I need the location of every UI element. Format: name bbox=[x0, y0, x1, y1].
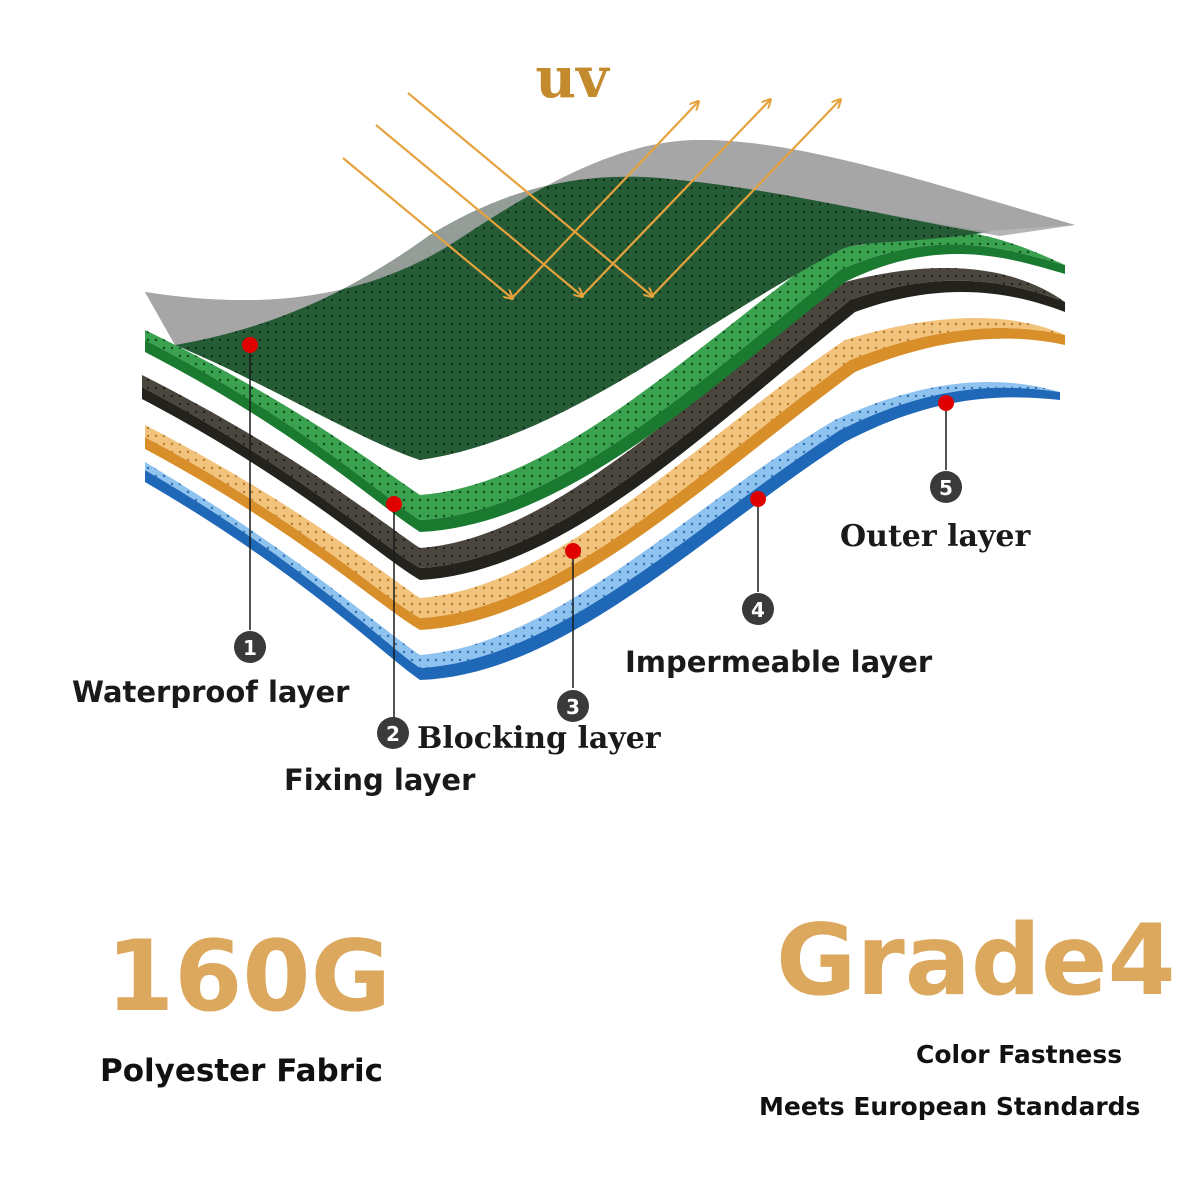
label-blocking-layer: Blocking layer bbox=[417, 721, 662, 756]
svg-text:3: 3 bbox=[566, 695, 580, 719]
grade-caption-line2: Meets European Standards bbox=[759, 1092, 1141, 1121]
badge-5: 5 bbox=[930, 471, 962, 503]
marker-dot bbox=[242, 337, 258, 353]
label-fixing-layer: Fixing layer bbox=[284, 763, 476, 797]
marker-dot bbox=[565, 543, 581, 559]
svg-text:1: 1 bbox=[243, 636, 257, 660]
layer-waterproof bbox=[145, 140, 1075, 461]
layer-markers bbox=[242, 337, 954, 559]
badge-3: 3 bbox=[557, 690, 589, 722]
weight-caption: Polyester Fabric bbox=[100, 1053, 384, 1089]
badge-2: 2 bbox=[377, 717, 409, 749]
leader-lines bbox=[249, 345, 947, 718]
uv-incoming-arrow bbox=[375, 124, 582, 296]
grade-caption-line1: Color Fastness bbox=[916, 1040, 1123, 1069]
uv-reflected-arrow bbox=[511, 102, 698, 299]
uv-incoming-arrow bbox=[342, 157, 512, 298]
uv-arrows bbox=[342, 92, 840, 299]
uv-reflected-arrow bbox=[651, 100, 840, 297]
label-waterproof-layer: Waterproof layer bbox=[72, 675, 350, 709]
uv-incoming-arrow bbox=[407, 92, 652, 296]
weight-value: 160G bbox=[106, 920, 392, 1034]
label-outer-layer: Outer layer bbox=[840, 519, 1031, 554]
uv-reflected-arrow bbox=[581, 100, 770, 297]
badge-1: 1 bbox=[234, 631, 266, 663]
svg-text:2: 2 bbox=[386, 722, 400, 746]
marker-dot bbox=[938, 395, 954, 411]
marker-dot bbox=[750, 491, 766, 507]
svg-text:5: 5 bbox=[939, 476, 953, 500]
badge-4: 4 bbox=[742, 593, 774, 625]
label-impermeable-layer: Impermeable layer bbox=[625, 645, 933, 679]
marker-dot bbox=[386, 496, 402, 512]
svg-text:4: 4 bbox=[751, 598, 765, 622]
uv-label: uv bbox=[535, 45, 610, 111]
grade-value: Grade4 bbox=[776, 904, 1176, 1018]
